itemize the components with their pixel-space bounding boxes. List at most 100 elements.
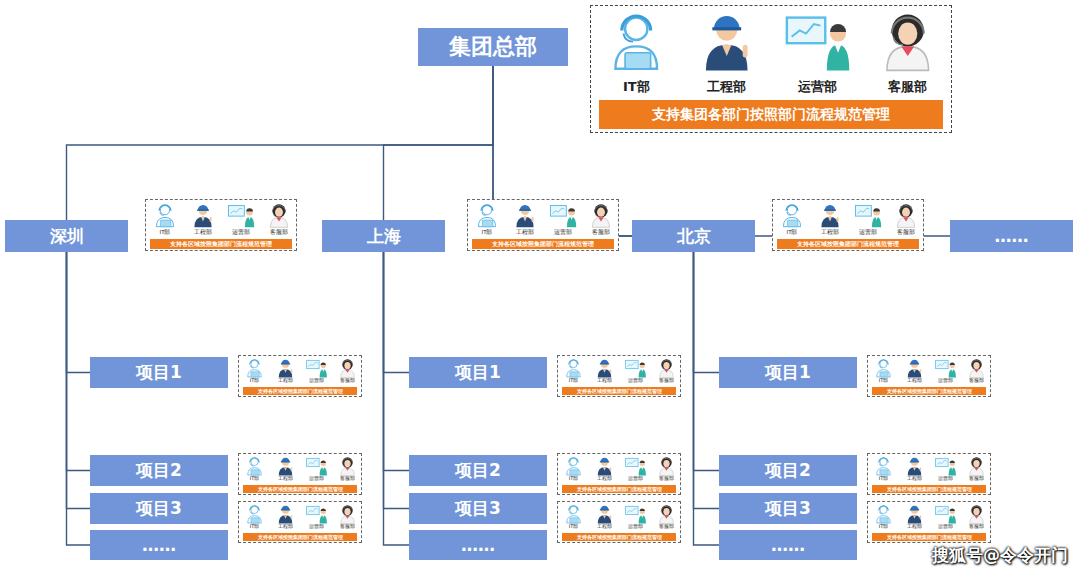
icon-shape bbox=[519, 210, 531, 211]
icon-shape bbox=[971, 506, 981, 511]
department-icon bbox=[887, 14, 929, 70]
department-icons bbox=[868, 502, 992, 524]
icon-shape bbox=[308, 508, 317, 512]
icon-shape bbox=[322, 515, 324, 518]
icon-shape bbox=[279, 515, 293, 523]
department-label: 客服部 bbox=[969, 476, 984, 482]
department-icon bbox=[279, 506, 293, 524]
icon-shape bbox=[250, 366, 253, 369]
department-panel: IT部工程部运营部客服部支持各区域按照集团部门流程规范管理 bbox=[867, 501, 991, 543]
icon-shape bbox=[343, 367, 346, 370]
icon-shape bbox=[610, 515, 612, 519]
icon-shape bbox=[251, 470, 259, 475]
icon-shape bbox=[640, 362, 645, 365]
department-icon bbox=[341, 359, 355, 377]
department-icon bbox=[248, 458, 262, 475]
icon-shape bbox=[902, 208, 910, 217]
icon-shape bbox=[592, 217, 609, 227]
policy-text: 支持各区域按照集团部门流程规范管理 bbox=[258, 388, 343, 394]
department-label: 工程部 bbox=[597, 524, 612, 530]
icon-shape bbox=[873, 209, 880, 216]
icon-shape bbox=[598, 369, 612, 377]
department-label: 客服部 bbox=[897, 229, 915, 235]
icon-shape bbox=[482, 212, 486, 215]
icon-shape bbox=[936, 506, 948, 514]
icon-shape bbox=[970, 516, 984, 524]
icon-shape bbox=[949, 369, 956, 377]
department-label: 运营部 bbox=[938, 524, 953, 530]
department-icons bbox=[146, 200, 298, 228]
icon-shape bbox=[156, 217, 173, 226]
icon-shape bbox=[877, 370, 891, 377]
icon-shape bbox=[291, 369, 293, 373]
icon-shape bbox=[664, 516, 668, 519]
icon-shape bbox=[827, 45, 849, 71]
department-icon bbox=[156, 205, 173, 227]
box-label: 项目2 bbox=[455, 459, 501, 482]
icon-shape bbox=[251, 506, 258, 513]
department-label: 客服部 bbox=[340, 378, 355, 384]
icon-shape bbox=[597, 208, 605, 217]
icon-shape bbox=[661, 506, 671, 511]
icon-shape bbox=[913, 515, 916, 519]
icon-shape bbox=[550, 206, 566, 217]
icon-shape bbox=[308, 362, 317, 366]
icon-shape bbox=[569, 458, 578, 463]
icon-shape bbox=[783, 217, 800, 226]
icon-shape bbox=[570, 372, 578, 377]
department-icon bbox=[877, 360, 891, 377]
department-panel: IT部工程部运营部客服部支持各区域按照集团部门流程规范管理 bbox=[557, 453, 681, 495]
department-label: IT部 bbox=[569, 476, 579, 482]
department-label: IT部 bbox=[623, 80, 650, 94]
department-label: IT部 bbox=[879, 476, 889, 482]
department-icon bbox=[516, 205, 533, 227]
icon-shape bbox=[250, 458, 259, 463]
policy-text: 支持各区域按照集团部门流程规范管理 bbox=[577, 388, 662, 394]
org-box: 项目3 bbox=[409, 493, 547, 524]
department-label: IT部 bbox=[160, 229, 171, 235]
icon-shape bbox=[248, 468, 262, 475]
icon-shape bbox=[974, 516, 978, 519]
department-label: 客服部 bbox=[659, 524, 674, 530]
policy-bar: 支持各区域按照集团部门流程规范管理 bbox=[243, 485, 357, 493]
icon-shape bbox=[913, 467, 916, 471]
department-icon bbox=[341, 505, 355, 523]
department-icons bbox=[239, 454, 363, 476]
icon-shape bbox=[973, 362, 979, 369]
icon-shape bbox=[660, 370, 674, 378]
icon-shape bbox=[661, 359, 671, 369]
icon-shape bbox=[626, 360, 638, 368]
policy-text: 支持各区域按照集团部门流程规范管理 bbox=[577, 534, 662, 540]
icon-shape bbox=[830, 24, 846, 32]
icon-shape bbox=[880, 506, 887, 513]
icon-shape bbox=[937, 508, 946, 512]
department-icon bbox=[970, 457, 984, 475]
icon-shape bbox=[662, 465, 665, 468]
policy-bar: 支持各区域按照集团部门流程规范管理 bbox=[777, 239, 919, 249]
department-panel: IT部工程部运营部客服部支持各区域按照集团部门流程规范管理 bbox=[557, 501, 681, 543]
icon-shape bbox=[603, 467, 606, 471]
department-label: IT部 bbox=[250, 524, 260, 530]
icon-shape bbox=[603, 515, 606, 519]
icon-shape bbox=[201, 217, 205, 222]
icon-shape bbox=[898, 22, 917, 44]
icon-shape bbox=[622, 16, 651, 30]
department-icons bbox=[558, 502, 682, 524]
tree-connector bbox=[384, 252, 410, 471]
department-label: 工程部 bbox=[278, 524, 293, 530]
icon-shape bbox=[600, 458, 608, 462]
department-label: 工程部 bbox=[597, 476, 612, 482]
icon-shape bbox=[478, 217, 495, 226]
icon-shape bbox=[341, 370, 355, 378]
department-label: IT部 bbox=[250, 378, 260, 384]
icon-shape bbox=[920, 467, 922, 471]
policy-bar: 支持各区域按照集团部门流程规范管理 bbox=[243, 387, 357, 395]
icon-shape bbox=[250, 506, 259, 511]
department-icon bbox=[626, 360, 646, 377]
icon-shape bbox=[920, 515, 922, 519]
icon-shape bbox=[320, 369, 327, 377]
tree-connector bbox=[67, 252, 91, 373]
icon-shape bbox=[343, 465, 346, 468]
department-icons bbox=[868, 356, 992, 378]
icon-shape bbox=[595, 213, 599, 216]
